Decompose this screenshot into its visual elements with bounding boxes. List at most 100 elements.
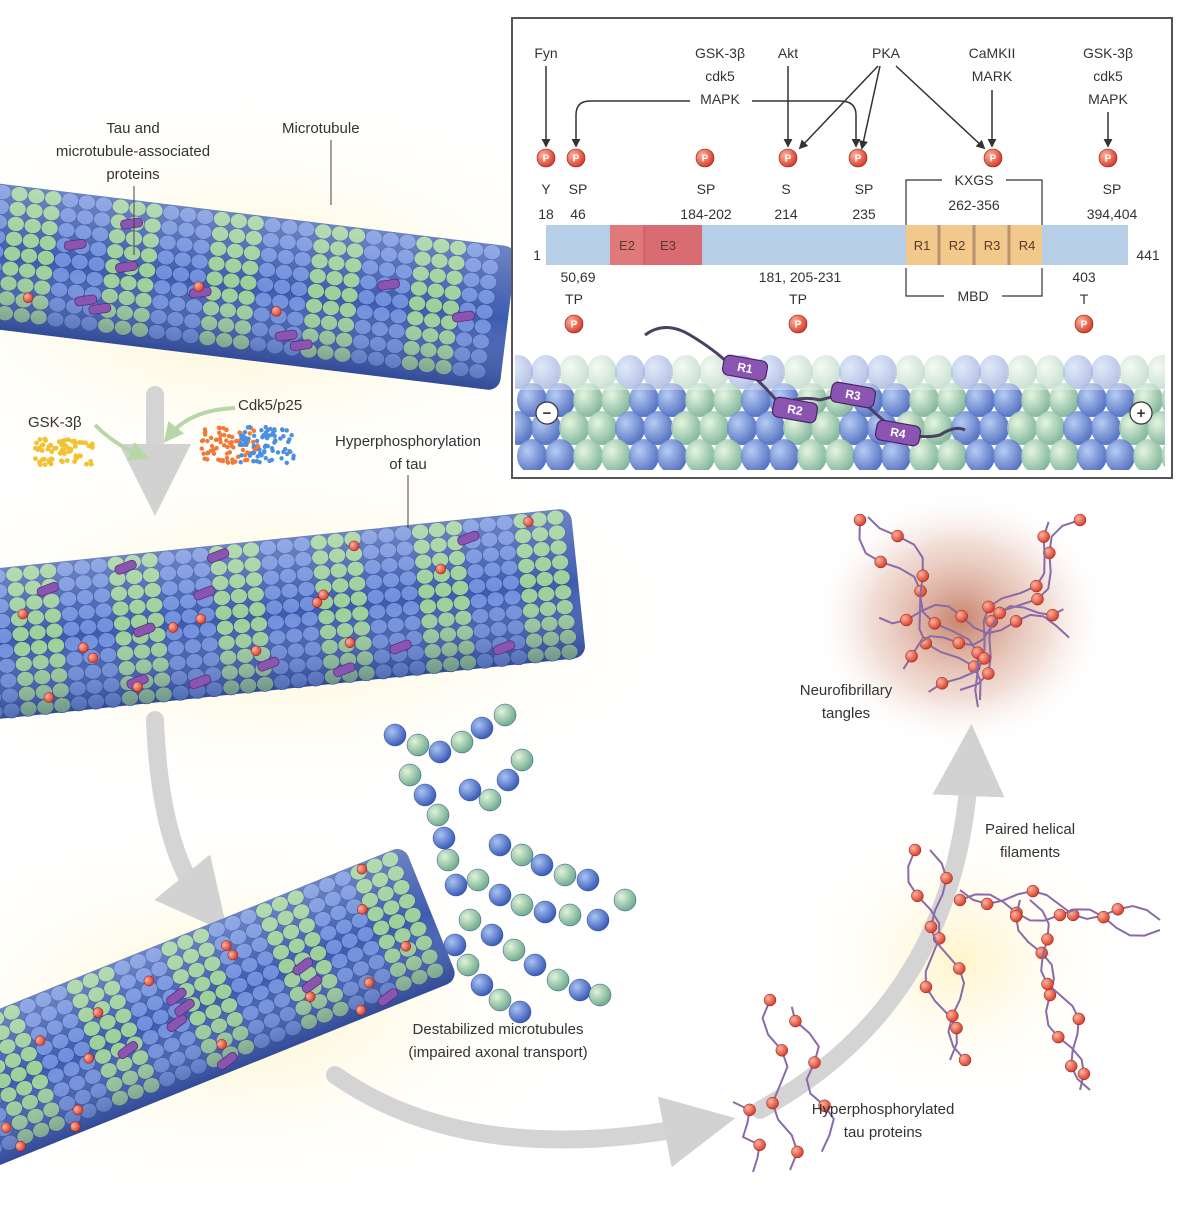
tau-end: 441 [1136, 247, 1160, 263]
phospho-top-3: P [778, 148, 798, 168]
svg-text:P: P [855, 154, 862, 165]
svg-text:P: P [1105, 154, 1112, 165]
svg-text:P: P [543, 154, 550, 165]
site-403-pos: 403 [1072, 269, 1096, 285]
kinase-fyn: Fyn [534, 45, 557, 61]
microtubule-hyperphosphorylated [0, 509, 585, 721]
exon-e2-label: E2 [619, 238, 635, 253]
site-394-pos: 394,404 [1087, 206, 1138, 222]
svg-text:R2: R2 [786, 402, 804, 419]
mbd-bracket [905, 268, 1043, 297]
microtubule-healthy [0, 180, 516, 390]
free-tubulin-dimers [383, 703, 637, 1024]
svg-text:P: P [990, 154, 997, 165]
microtubules [0, 180, 585, 1171]
enzyme-clusters [33, 424, 296, 468]
site-kxgs-pos: 262-356 [948, 197, 1000, 213]
svg-text:P: P [702, 154, 709, 165]
label-gsk3b: GSK-3β [28, 414, 82, 431]
phospho-top-4: P [848, 148, 868, 168]
site-46-res: SP [569, 181, 588, 197]
repeat-r2-label: R2 [949, 238, 966, 253]
site-181-pos: 181, 205-231 [759, 269, 842, 285]
exon-e3 [644, 225, 702, 265]
arrow-step4 [751, 724, 1005, 1119]
exon-e2 [610, 225, 644, 265]
site-kxgs-res: KXGS [955, 172, 994, 188]
svg-text:R1: R1 [736, 360, 754, 377]
site-214-pos: 214 [774, 206, 798, 222]
svg-text:P: P [573, 154, 580, 165]
site-184-res: SP [697, 181, 716, 197]
site-50-res: TP [565, 291, 583, 307]
repeat-r4 [1011, 225, 1042, 265]
top-site-labels: Y 18 SP 46 SP 184-202 S 214 SP 235 KXGS … [538, 172, 1137, 222]
minus-end-marker: − [535, 401, 559, 425]
site-214-res: S [781, 181, 790, 197]
svg-text:R3: R3 [844, 387, 862, 404]
plus-sign: + [1137, 405, 1146, 422]
site-50-pos: 50,69 [560, 269, 595, 285]
exon-e3-label: E3 [660, 238, 676, 253]
tau-strands [732, 513, 1161, 1173]
svg-text:P: P [795, 320, 802, 331]
phospho-bottom-0: P [564, 314, 584, 334]
site-403-res: T [1080, 291, 1089, 307]
arrow-step3 [326, 1066, 736, 1168]
site-184-pos: 184-202 [680, 206, 732, 222]
inset-phosphate-markers: P P P P P P P P P P [536, 148, 1118, 334]
repeat-r1-label: R1 [914, 238, 931, 253]
phospho-top-5: P [983, 148, 1003, 168]
repeat-r3 [976, 225, 1007, 265]
site-y18-res: Y [541, 181, 551, 197]
svg-text:P: P [571, 320, 578, 331]
site-235-pos: 235 [852, 206, 876, 222]
label-destabilized: Destabilized microtubules(impaired axona… [408, 1021, 587, 1061]
microtubule-destabilized [0, 849, 455, 1171]
arrow-step2 [146, 711, 228, 933]
phospho-top-6: P [1098, 148, 1118, 168]
mbd-label: MBD [957, 288, 988, 304]
inset-repeat-r3: R3 [829, 381, 877, 409]
svg-text:P: P [1081, 320, 1088, 331]
svg-text:R4: R4 [889, 425, 907, 442]
phospho-bottom-1: P [788, 314, 808, 334]
minus-sign: − [543, 405, 552, 422]
svg-text:P: P [785, 154, 792, 165]
tau-start: 1 [533, 247, 541, 263]
plus-end-marker: + [1129, 401, 1153, 425]
kinase-pka: PKA [872, 45, 901, 61]
site-394-res: SP [1103, 181, 1122, 197]
label-microtubule: Microtubule [282, 120, 360, 137]
kxgs-bracket [905, 179, 1043, 226]
site-181-res: TP [789, 291, 807, 307]
process-arrows [119, 386, 1005, 1168]
phospho-top-1: P [566, 148, 586, 168]
inset-repeat-r1: R1 [721, 354, 769, 382]
site-y18-pos: 18 [538, 206, 554, 222]
phospho-top-2: P [695, 148, 715, 168]
kinase-akt: Akt [778, 45, 798, 61]
inset-microtubule [515, 350, 1165, 470]
phospho-bottom-2: P [1074, 314, 1094, 334]
inset-repeat-r4: R4 [874, 419, 922, 447]
repeat-r3-label: R3 [984, 238, 1001, 253]
kinase-arrows [541, 65, 1113, 150]
label-cdk5-p25: Cdk5/p25 [238, 397, 302, 414]
site-46-pos: 46 [570, 206, 586, 222]
phospho-top-0: P [536, 148, 556, 168]
repeat-r1 [906, 225, 937, 265]
inset-repeat-r2: R2 [771, 396, 819, 424]
